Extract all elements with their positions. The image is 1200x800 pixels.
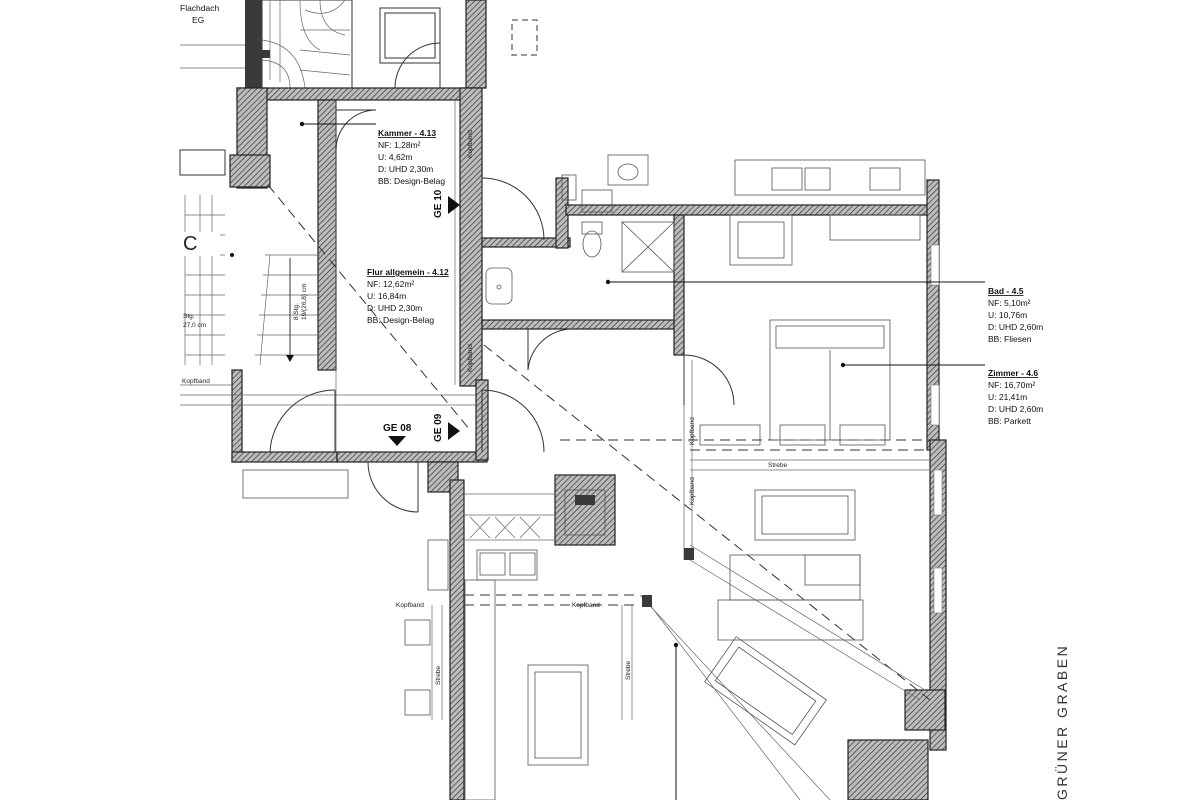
svg-text:Kammer - 4.13: Kammer - 4.13 <box>378 128 436 138</box>
top-left-area <box>180 0 538 90</box>
svg-text:D: UHD 2,30m: D: UHD 2,30m <box>367 303 422 313</box>
svg-text:GE 09: GE 09 <box>433 413 444 442</box>
strebe-label-2: Strebe <box>435 665 442 685</box>
room-label-kammer: Kammer - 4.13 NF: 1,28m² U: 4,62m D: UHD… <box>299 121 445 186</box>
svg-text:D: UHD 2,30m: D: UHD 2,30m <box>378 164 433 174</box>
svg-text:Zimmer - 4.6: Zimmer - 4.6 <box>988 368 1038 378</box>
svg-text:BB: Fliesen: BB: Fliesen <box>988 334 1032 344</box>
stair-steps-dim: 19/(26,8) cm <box>301 284 308 321</box>
room-label-bad: Bad - 4.5 NF: 5,10m² U: 10,76m D: UHD 2,… <box>988 286 1043 344</box>
strebe-label-1: Strebe <box>768 462 788 469</box>
svg-text:U: 16,84m: U: 16,84m <box>367 291 406 301</box>
svg-text:GE 10: GE 10 <box>433 189 444 218</box>
strebe-label-3: Strebe <box>625 660 632 680</box>
svg-text:NF: 1,28m²: NF: 1,28m² <box>378 140 421 150</box>
entrance-ge08: GE 08 <box>383 423 412 446</box>
eg-label: EG <box>192 15 204 25</box>
stair-steps: 8 Stg. <box>293 303 300 320</box>
doors <box>269 109 735 513</box>
room-label-flur: Flur allgemein - 4.12 NF: 12,62m² U: 16,… <box>367 267 449 325</box>
kopfband-label-6: Kopfband <box>572 602 600 609</box>
svg-text:D: UHD 2,60m: D: UHD 2,60m <box>988 404 1043 414</box>
room-label-zimmer: Zimmer - 4.6 NF: 16,70m² U: 21,41m D: UH… <box>988 368 1043 426</box>
svg-text:BB: Parkett: BB: Parkett <box>988 416 1032 426</box>
svg-text:BB: Design-Belag: BB: Design-Belag <box>367 315 434 325</box>
bedroom-furniture <box>699 159 985 446</box>
svg-text:U: 4,62m: U: 4,62m <box>378 152 413 162</box>
kopfband-label-5: Kopfband <box>689 477 696 505</box>
svg-text:Flur allgemein - 4.12: Flur allgemein - 4.12 <box>367 267 449 277</box>
entrance-ge10: GE 10 <box>433 189 460 218</box>
kopfband-label-1: Kopfband <box>182 378 210 385</box>
living-furniture <box>242 469 864 800</box>
walls <box>229 87 947 800</box>
stair-width-value: 27,0 cm <box>183 322 206 329</box>
kopfband-label-2: Kopfband <box>467 130 474 158</box>
street-name: GRÜNER GRABEN <box>1053 644 1070 800</box>
kopfband-label-7: Kopfband <box>396 602 424 609</box>
stair-c: C 8 Stg. 19/(26,8) cm Stg. 27,0 cm Kopfb… <box>179 149 320 386</box>
svg-text:BB: Design-Belag: BB: Design-Belag <box>378 176 445 186</box>
svg-text:D: UHD 2,60m: D: UHD 2,60m <box>988 322 1043 332</box>
svg-text:Bad - 4.5: Bad - 4.5 <box>988 286 1024 296</box>
svg-text:U: 21,41m: U: 21,41m <box>988 392 1027 402</box>
bathroom-fixtures <box>485 154 985 305</box>
stair-letter: C <box>183 233 197 255</box>
flachdach-label: Flachdach <box>180 3 219 13</box>
kopfband-label-3: Kopfband <box>467 344 474 372</box>
svg-text:U: 10,76m: U: 10,76m <box>988 310 1027 320</box>
svg-text:GE 08: GE 08 <box>383 423 412 434</box>
entrance-ge09: GE 09 <box>433 413 460 442</box>
stair-width-label: Stg. <box>183 313 195 320</box>
svg-text:NF: 12,62m²: NF: 12,62m² <box>367 279 414 289</box>
kopfband-label-4: Kopfband <box>689 417 696 445</box>
svg-text:NF: 16,70m²: NF: 16,70m² <box>988 380 1035 390</box>
svg-text:NF: 5,10m²: NF: 5,10m² <box>988 298 1031 308</box>
